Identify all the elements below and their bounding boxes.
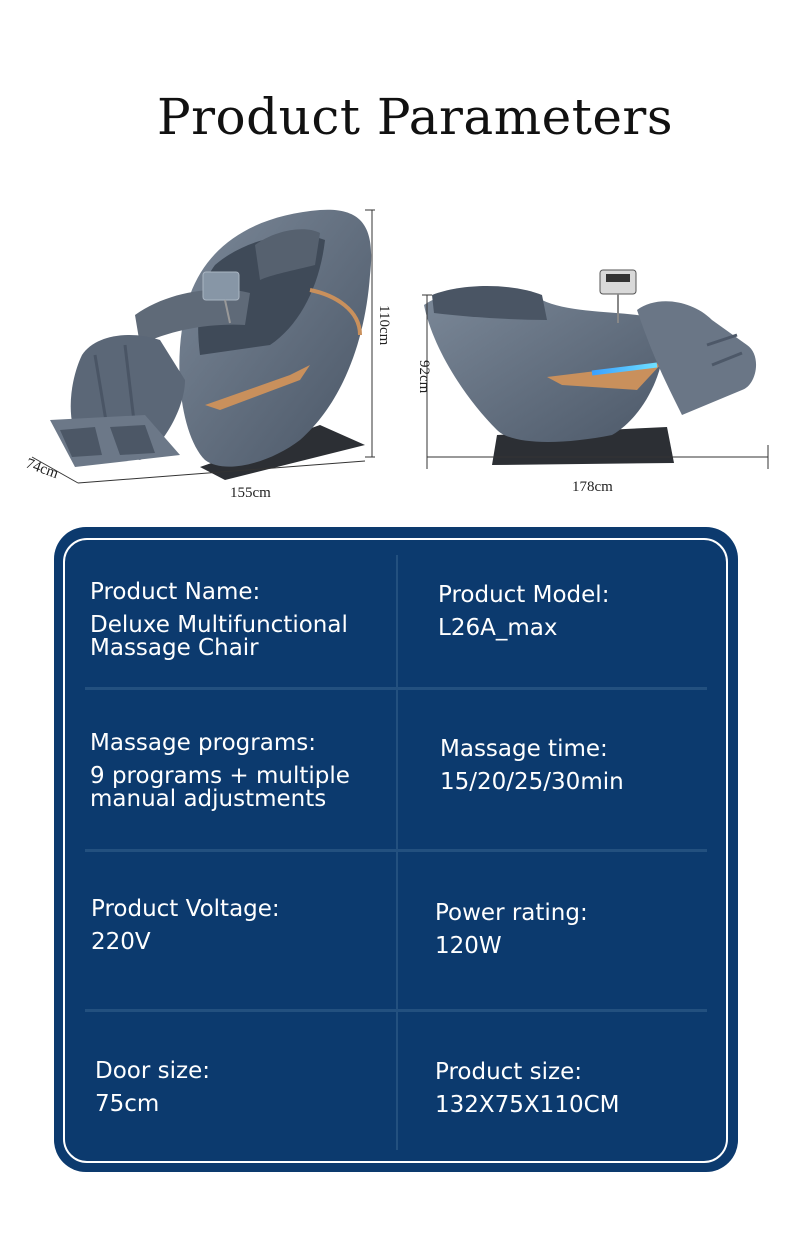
spec-massage-time: Massage time: 15/20/25/30min [440, 734, 624, 794]
spec-product-model: Product Model: L26A_max [438, 580, 609, 640]
row-divider [85, 849, 707, 852]
column-divider [396, 555, 398, 1150]
length-label: 178cm [572, 479, 613, 495]
spec-label: Product Voltage: [91, 896, 280, 922]
spec-door-size: Door size: 75cm [95, 1056, 210, 1116]
spec-label: Power rating: [435, 900, 588, 926]
spec-product-name: Product Name: Deluxe Multifunctional Mas… [90, 577, 348, 660]
page-title: Product Parameters [156, 88, 673, 146]
spec-value: Deluxe Multifunctional Massage Chair [90, 612, 348, 661]
spec-product-size: Product size: 132X75X110CM [435, 1057, 619, 1117]
massage-chair-reclined-image: 92cm 178cm [416, 269, 769, 495]
spec-value: 9 programs + multiple manual adjustments [90, 763, 350, 812]
spec-label: Massage time: [440, 736, 608, 762]
width-label: 74cm [24, 456, 61, 483]
height-label: 92cm [416, 360, 432, 394]
spec-value: 75cm [95, 1091, 160, 1117]
height-label: 110cm [376, 305, 392, 346]
row-divider [85, 1009, 707, 1012]
length-label: 155cm [230, 485, 271, 501]
spec-value: 15/20/25/30min [440, 769, 624, 795]
spec-power-rating: Power rating: 120W [435, 898, 588, 958]
spec-product-voltage: Product Voltage: 220V [91, 894, 280, 954]
spec-label: Massage programs: [90, 730, 316, 756]
spec-value: L26A_max [438, 615, 558, 641]
massage-chair-upright-image: 110cm 74cm 155cm [24, 209, 392, 501]
row-divider [85, 687, 707, 690]
spec-value: 220V [91, 929, 151, 955]
spec-label: Product Model: [438, 582, 610, 608]
spec-value: 120W [435, 933, 502, 959]
spec-label: Door size: [95, 1058, 210, 1084]
spec-massage-programs: Massage programs: 9 programs + multiple … [90, 728, 350, 811]
spec-value: 132X75X110CM [435, 1092, 620, 1118]
spec-label: Product size: [435, 1059, 582, 1085]
spec-label: Product Name: [90, 579, 261, 605]
spec-panel-border [63, 538, 728, 1163]
